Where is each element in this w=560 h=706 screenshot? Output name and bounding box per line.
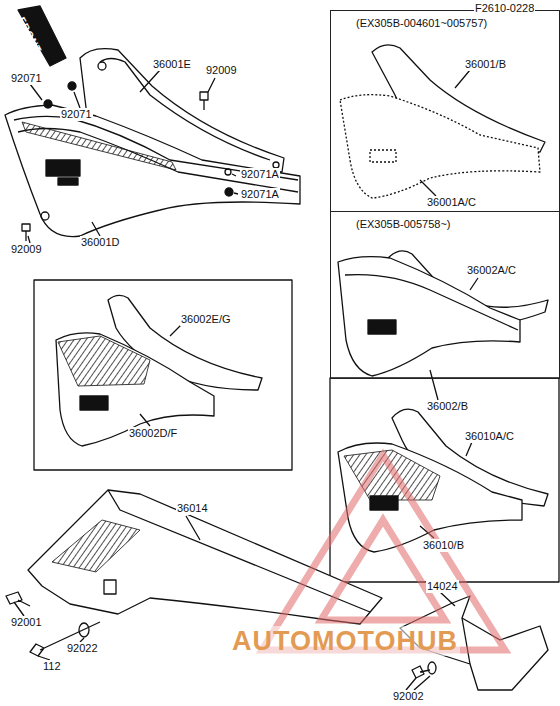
- callout-number: 36001D: [80, 236, 121, 249]
- callout-number: 92071: [10, 72, 43, 85]
- watermark: AUTOMOTOHUB: [230, 626, 460, 656]
- callout-number: 36002A/C: [466, 264, 517, 277]
- callout-number: 92002: [392, 690, 425, 703]
- callout-number: 92071: [60, 108, 93, 121]
- version-frame: (EX305B-004601~005757): [330, 10, 560, 212]
- callout-number: 36010A/C: [464, 430, 515, 443]
- figure-code: F2610-0228: [474, 2, 535, 15]
- serial-range-heading: (EX305B-005758~): [355, 218, 451, 231]
- callout-number: 92001: [10, 616, 43, 629]
- callout-number: 36014: [176, 502, 209, 515]
- callout-number: 36001/B: [464, 58, 507, 71]
- callout-number: 14024: [426, 580, 459, 593]
- callout-number: 36001A/C: [426, 196, 477, 209]
- callout-number: 36002D/F: [128, 427, 178, 440]
- callout-number: 36002E/G: [180, 313, 232, 326]
- callout-number: 92071A: [240, 188, 280, 201]
- callout-number: 112: [42, 660, 62, 673]
- callout-number: 92009: [205, 64, 238, 77]
- version-frame: (EX305B-005758~): [330, 211, 560, 379]
- callout-number: 92009: [10, 243, 43, 256]
- callout-number: 36010/B: [422, 539, 465, 552]
- callout-number: 36001E: [152, 58, 192, 71]
- serial-range-heading: (EX305B-004601~005757): [355, 17, 488, 30]
- callout-number: 92071A: [240, 168, 280, 181]
- callout-number: 36002/B: [426, 400, 469, 413]
- callout-number: 92022: [66, 642, 99, 655]
